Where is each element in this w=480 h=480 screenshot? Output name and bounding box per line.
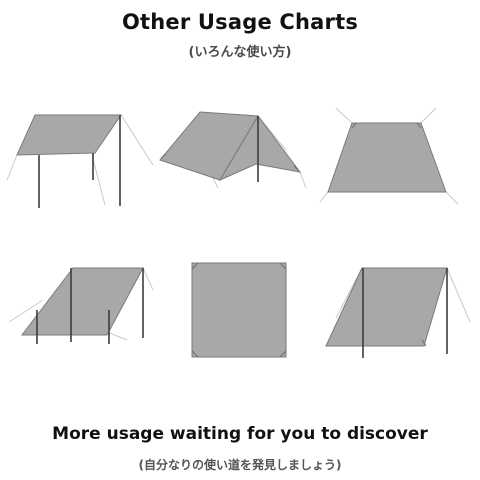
lean-to-shelter-illustration [6,114,154,208]
corner-loop [293,165,299,171]
guy-rope [91,154,106,206]
corner-loop [279,350,287,358]
tarp-sheet [20,267,144,336]
tarp-sheet [16,114,122,156]
guy-rope [445,191,459,205]
tarp-sheet [325,267,448,347]
diagram-slanted-awning [5,250,155,370]
diagram-a-frame-tent [158,100,308,220]
diagram-single-pole-parallelogram [322,250,472,370]
flat-square-groundsheet-illustration [191,262,287,358]
page-subtitle: (いろんな使い方) [188,45,292,60]
corner-loop [279,262,287,270]
guy-rope [299,171,307,189]
corner-loop [191,262,199,270]
corner-loop [416,122,422,129]
corner-loop [160,153,167,159]
tarp-sheet [327,122,447,193]
page-title: Other Usage Charts [121,10,359,34]
guy-rope [106,331,128,341]
tarp-sheet [191,262,287,358]
corner-loop [191,350,199,358]
diagram-ground-trapezoid-tarp [318,100,468,220]
diagram-flat-square-groundsheet [168,250,318,370]
ground-trapezoid-tarp-illustration [319,107,459,205]
corner-loop [421,339,427,347]
guy-rope [6,154,18,181]
guy-rope [420,107,437,124]
diagram-lean-to-shelter [5,100,155,220]
single-pole-parallelogram-illustration [325,267,471,358]
guy-rope [446,267,471,323]
footer-subtitle: (自分なりの使い道を発見しましょう) [138,458,342,472]
a-frame-tent-illustration [159,111,307,189]
guy-rope [8,299,44,323]
guy-rope [212,177,219,189]
guy-rope [319,191,329,203]
corner-loop [351,122,357,129]
footer-title: More usage waiting for you to discover [52,424,428,444]
tarp-right-panel [218,115,302,182]
slanted-awning-illustration [8,267,154,344]
guy-rope [335,107,353,124]
guy-rope [120,114,154,166]
guy-rope [142,267,154,291]
